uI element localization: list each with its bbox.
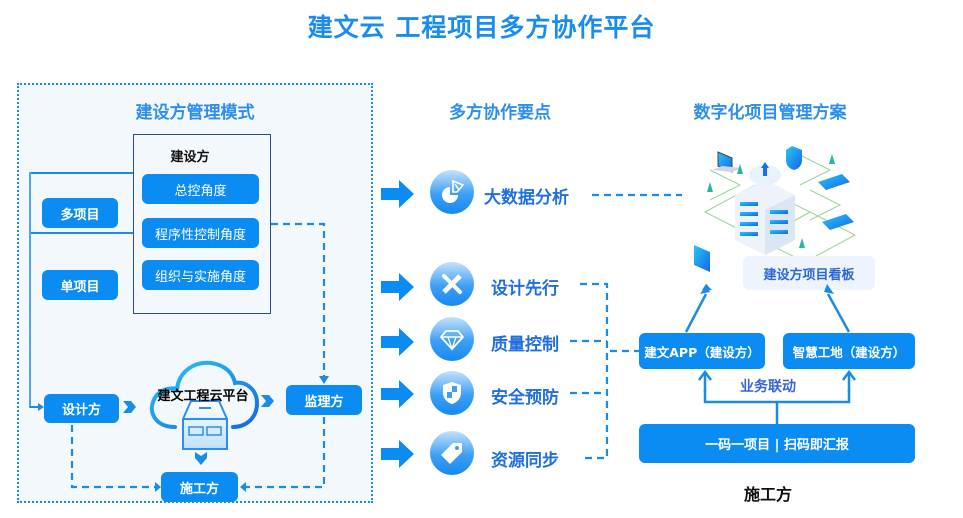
jianwen-app-box[interactable]: 建文APP（建设方） [639,333,765,369]
ruler-pencil-icon [430,262,474,306]
collaboration-title: 多方协作要点 [449,103,551,123]
diamond-icon [430,317,474,361]
owner-box [133,134,271,314]
pie-chart-icon [430,170,474,214]
angle-procedural-control[interactable]: 程序性控制角度 [142,218,259,248]
shield-icon [430,371,474,415]
point-label: 质量控制 [491,335,559,355]
business-link-label: 业务联动 [740,379,796,395]
connector-line [29,172,31,408]
arrow-right-icon [123,401,136,413]
constructor-box[interactable]: 施工方 [161,472,238,502]
connector-line [29,172,133,174]
dashed-flow-lines [70,222,329,492]
cloud-platform-icon [149,360,260,450]
platform-label: 建文工程云平台 [157,389,249,404]
point-label: 大数据分析 [484,188,569,208]
constructor-label: 施工方 [744,485,793,504]
single-project-button[interactable]: 单项目 [42,270,118,300]
page-title: 建文云 工程项目多方协作平台 [307,13,656,42]
angle-organization-implementation[interactable]: 组织与实施角度 [142,260,259,290]
arrow-down-icon [195,452,207,465]
designer-box[interactable]: 设计方 [44,394,119,423]
angle-master-control[interactable]: 总控角度 [142,174,259,204]
owner-project-board[interactable]: 建设方项目看板 [743,256,875,290]
digital-solution-title: 数字化项目管理方案 [693,103,847,123]
point-label: 安全预防 [491,388,559,408]
multi-project-button[interactable]: 多项目 [42,198,118,228]
arrow-right-icon [261,395,274,407]
arrow-right-icon [381,380,414,408]
smart-site-box[interactable]: 智慧工地（建设方） [783,333,915,369]
point-label: 设计先行 [491,279,559,299]
point-label: 资源同步 [491,451,559,471]
connector-line [29,232,133,234]
arrow-right-icon [30,403,44,411]
arrow-right-icon [381,180,414,208]
digital-platform-illustration [694,146,857,272]
laptop-icon [712,151,742,173]
owner-label: 建设方 [170,150,210,165]
tag-icon [430,431,474,475]
owner-management-title: 建设方管理模式 [135,103,255,123]
arrow-right-icon [381,328,414,356]
supervisor-box[interactable]: 监理方 [286,385,362,415]
code-report-bar[interactable]: 一码一项目 | 扫码即汇报 [639,424,915,463]
arrow-right-icon [381,440,414,468]
arrow-right-icon [381,273,414,301]
